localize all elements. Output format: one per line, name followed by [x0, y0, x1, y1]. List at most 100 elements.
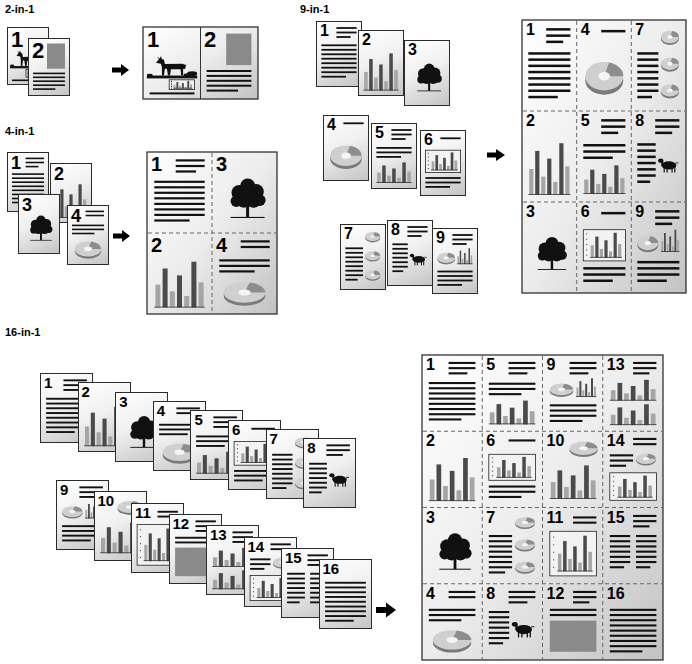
pie-shape	[549, 383, 572, 395]
ink-block	[246, 446, 249, 462]
sheet-divider	[148, 233, 276, 234]
ink-block	[492, 462, 494, 464]
ink-block	[610, 555, 630, 557]
ink-block	[585, 244, 587, 246]
ink-block	[590, 256, 622, 258]
pie-shape	[365, 232, 380, 241]
pie-shape	[75, 241, 101, 256]
ink-block	[321, 58, 356, 60]
ink-block	[601, 119, 625, 121]
page-number: 7	[632, 21, 644, 38]
sheet-divider	[523, 21, 685, 292]
layout-heading: 2-in-1	[5, 3, 34, 15]
ink-block	[33, 80, 65, 82]
page-number: 3	[19, 195, 32, 214]
pie-shape	[661, 31, 679, 43]
ink-block	[325, 610, 366, 612]
page-number: 12	[544, 585, 565, 602]
ink-block	[557, 553, 560, 571]
ink-block	[670, 236, 672, 252]
ink-block	[523, 401, 528, 425]
output-sheet	[143, 27, 258, 99]
foliage	[557, 250, 566, 259]
sheet-divider	[423, 583, 662, 584]
page-thumbnail: 16	[319, 559, 372, 629]
page-number: 2	[359, 31, 371, 48]
ink-block	[573, 601, 589, 603]
ink-block	[106, 527, 110, 553]
ink-block	[656, 132, 673, 134]
ink-block	[430, 480, 435, 501]
page-number: 1	[523, 21, 535, 38]
ink-block	[585, 249, 587, 251]
ink-block	[497, 477, 532, 479]
page-number: 4	[154, 402, 165, 418]
ink-block	[636, 534, 656, 536]
pie-shape	[433, 630, 471, 649]
ink-block	[287, 577, 305, 579]
ink-block	[590, 170, 594, 194]
ink-block	[569, 362, 596, 364]
ink-block	[33, 88, 55, 90]
ink-block	[585, 238, 587, 240]
pie-shape	[371, 274, 375, 277]
ink-block	[391, 138, 405, 140]
ink-block	[363, 89, 398, 91]
ink-block	[437, 280, 472, 282]
ink-block	[26, 166, 39, 168]
ink-block	[549, 415, 596, 417]
sheet-cell: 14	[604, 432, 662, 506]
ink-block	[214, 417, 238, 419]
ink-block	[643, 476, 646, 498]
ink-block	[149, 533, 152, 561]
ink-block	[528, 83, 570, 85]
ink-block	[489, 486, 536, 488]
ink-block	[618, 487, 621, 498]
ink-block	[325, 620, 354, 622]
ink-block	[610, 424, 657, 426]
ink-block	[573, 596, 596, 598]
ink-block	[272, 454, 292, 456]
ink-block	[559, 143, 563, 195]
ink-block	[573, 516, 596, 518]
ink-block	[429, 382, 476, 384]
pie-shape	[569, 442, 597, 455]
page-number: 4	[578, 21, 590, 38]
ink-block	[219, 270, 254, 272]
ink-block	[250, 558, 270, 560]
page-number: 14	[604, 432, 625, 449]
ink-block	[432, 161, 435, 170]
ink-block	[30, 239, 52, 241]
page-number: 3	[405, 41, 417, 58]
chart-frame	[583, 230, 625, 261]
ink-block	[237, 444, 238, 445]
pie-shape	[579, 447, 587, 451]
ink-block	[557, 471, 562, 499]
ink-block	[553, 536, 554, 538]
ink-block	[664, 165, 665, 172]
ink-block	[528, 96, 557, 98]
ink-block	[374, 78, 378, 91]
ink-block	[287, 601, 300, 603]
ink-block	[638, 156, 656, 158]
ink-block	[610, 566, 624, 568]
ink-block	[489, 616, 509, 618]
ink-block	[492, 466, 494, 468]
ink-block	[638, 261, 680, 263]
ink-block	[392, 270, 403, 272]
ink-block	[336, 27, 356, 29]
ink-block	[327, 454, 343, 456]
ink-block	[287, 592, 305, 594]
ink-block	[443, 486, 448, 501]
ink-block	[321, 71, 356, 73]
ink-block	[601, 125, 625, 127]
ink-block	[376, 147, 411, 149]
ink-block	[234, 479, 263, 481]
page-number: 9	[57, 481, 68, 497]
ink-block	[435, 155, 438, 170]
ink-block	[197, 463, 201, 474]
ink-block	[521, 629, 522, 637]
ink-block	[423, 259, 424, 265]
ink-block	[309, 491, 322, 493]
ink-block	[456, 491, 461, 502]
